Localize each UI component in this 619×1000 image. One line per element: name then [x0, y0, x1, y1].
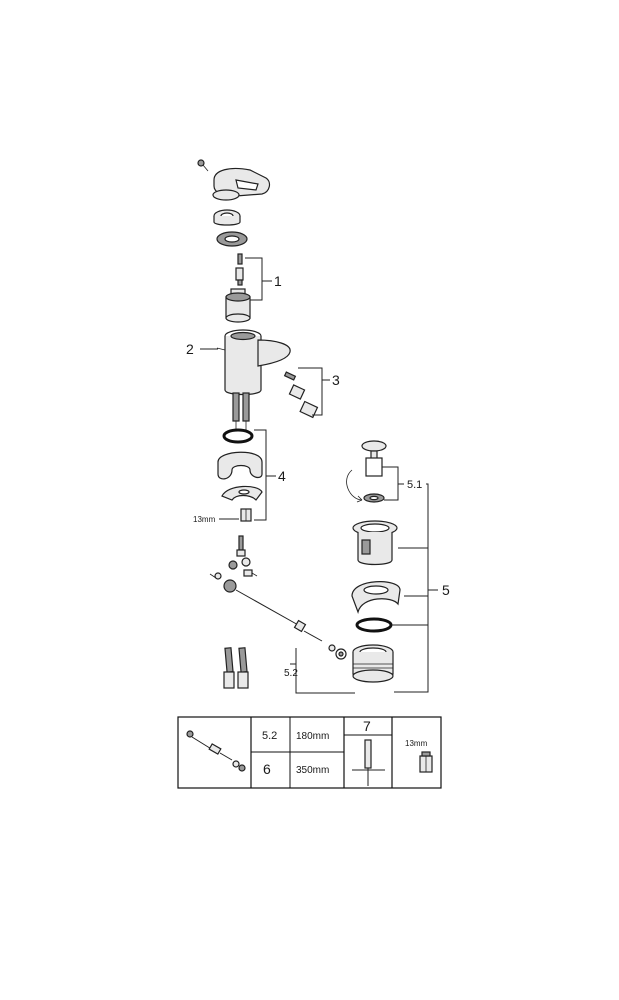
table-row1-label: 5.2 — [262, 730, 277, 742]
braided-hoses — [232, 392, 250, 430]
spare-parts-table — [177, 716, 442, 789]
drain-nut — [352, 644, 394, 683]
aerator-set — [283, 371, 319, 419]
table-row2-label: 6 — [263, 761, 271, 777]
popup-linkage — [209, 535, 347, 660]
drain-assembly — [346, 440, 401, 683]
callout-2: 2 — [186, 341, 194, 357]
wrench-size-label: 13mm — [193, 515, 216, 524]
cartridge — [225, 288, 251, 323]
callout-leaders — [200, 257, 330, 521]
stopper-washer — [363, 493, 385, 503]
hex-nut — [240, 508, 252, 522]
cartridge-screws — [235, 253, 244, 286]
callout-4: 4 — [278, 468, 286, 484]
fixing-plate — [221, 485, 263, 501]
drain-seal — [351, 581, 401, 615]
cap-ring — [213, 209, 241, 226]
horseshoe-washer — [217, 451, 263, 480]
lever-handle — [212, 167, 271, 201]
faucet-body — [216, 329, 291, 396]
drain-callout-leaders — [290, 466, 438, 694]
table-nut-icon — [419, 751, 433, 773]
drain-o-ring — [355, 617, 393, 633]
handle-screw — [197, 159, 209, 172]
o-ring — [222, 428, 254, 444]
table-row2-length: 350mm — [296, 765, 329, 776]
callout-5: 5 — [442, 582, 450, 598]
popup-stopper — [346, 440, 387, 503]
table-wrench-size: 13mm — [405, 739, 428, 748]
drain-body — [352, 520, 398, 566]
table-linkage-icon — [186, 730, 246, 772]
tool-icon — [352, 739, 385, 786]
callout-1: 1 — [274, 273, 282, 289]
table-row1-length: 180mm — [296, 731, 329, 742]
callout-5-1: 5.1 — [407, 479, 422, 491]
callout-5-2: 5.2 — [284, 668, 298, 679]
table-tool-label: 7 — [363, 718, 371, 734]
threaded-ring — [216, 231, 248, 247]
faucet-assembly — [197, 159, 319, 522]
callout-3: 3 — [332, 372, 340, 388]
supply-hoses — [223, 647, 249, 689]
